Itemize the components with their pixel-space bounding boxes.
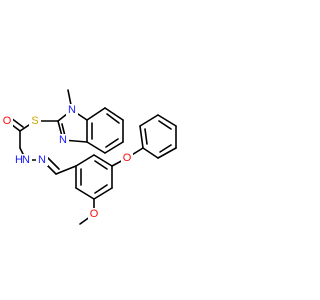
bond <box>104 107 124 121</box>
sulfur-label: S <box>31 115 38 127</box>
atom-n-imine: N <box>57 134 69 146</box>
molecule-structure: N N S O N H N O O <box>1 89 177 225</box>
atom-nh: N H <box>14 154 32 168</box>
oxygen-label: O <box>123 152 132 164</box>
bonds <box>6 89 177 225</box>
bond <box>94 160 108 170</box>
nitrogen-label: N <box>59 134 67 146</box>
bond <box>86 141 106 154</box>
bond <box>142 147 159 159</box>
bond <box>75 187 95 200</box>
oxygen-label: O <box>90 208 99 220</box>
atom-labels: N N S O N H N O O <box>1 104 133 220</box>
bond <box>157 147 177 159</box>
bond <box>144 128 148 145</box>
bond <box>93 187 113 200</box>
bond <box>105 138 119 148</box>
nitrogen-label: N <box>22 154 30 166</box>
oxygen-label: O <box>3 115 12 127</box>
atom-o-benzyloxy: O <box>121 152 133 164</box>
bond <box>86 107 106 121</box>
bond <box>93 154 113 167</box>
atom-o-methoxy: O <box>88 208 100 220</box>
bond <box>139 125 144 149</box>
atom-o-carbonyl: O <box>1 115 13 127</box>
bond <box>159 144 172 153</box>
nitrogen-label: N <box>68 104 76 116</box>
hydrogen-label: H <box>15 154 23 166</box>
bond <box>55 165 77 175</box>
bond <box>104 141 124 154</box>
atom-n-hydrazone: N <box>36 154 48 166</box>
bond <box>94 184 108 194</box>
bond <box>75 154 95 167</box>
atom-n-methyl: N <box>66 104 78 116</box>
nitrogen-label: N <box>38 154 46 166</box>
atom-sulfur: S <box>29 115 41 127</box>
bond <box>46 156 60 170</box>
bond <box>139 114 159 127</box>
bond <box>158 120 172 130</box>
bond <box>106 113 120 124</box>
bond <box>157 114 177 127</box>
